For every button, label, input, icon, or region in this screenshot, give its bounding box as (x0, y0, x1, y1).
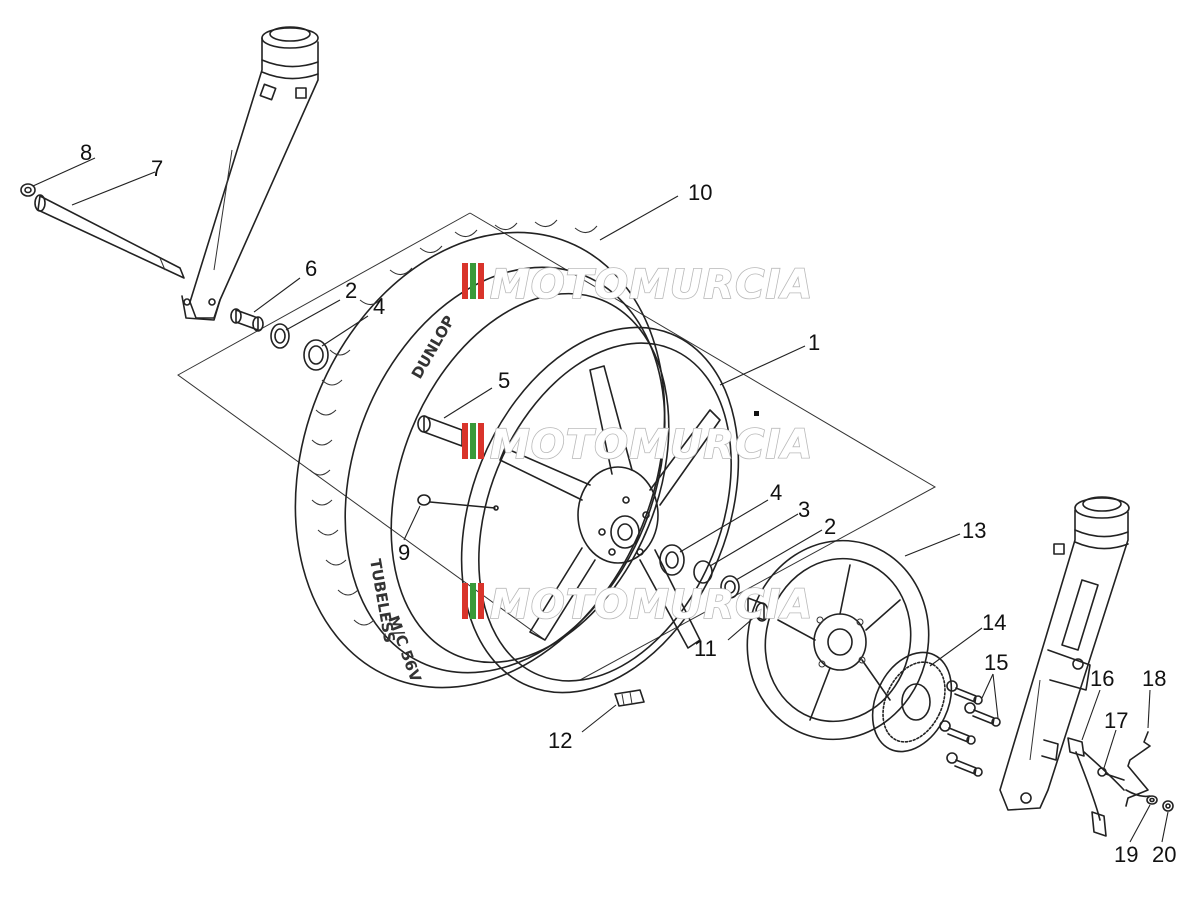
watermark-top: MOTOMURCIA (462, 261, 813, 309)
brake-disc[interactable] (725, 520, 951, 760)
disc-screws[interactable] (939, 680, 1001, 777)
label-7: 7 (151, 156, 163, 181)
oil-seal-right[interactable] (720, 575, 740, 599)
right-fork-leg[interactable] (999, 496, 1130, 811)
label-20: 20 (1152, 842, 1176, 867)
wheel-rim[interactable] (410, 286, 790, 734)
abs-tone-wheel[interactable] (857, 640, 966, 765)
spacer-right[interactable] (747, 597, 769, 622)
label-2b: 2 (824, 514, 836, 539)
bearing-right[interactable] (659, 544, 685, 576)
svg-text:MOTOMURCIA: MOTOMURCIA (490, 262, 813, 308)
label-12: 12 (548, 728, 572, 753)
axle-spacer[interactable] (417, 415, 463, 447)
label-1: 1 (808, 330, 820, 355)
bearing-left[interactable] (303, 339, 329, 371)
label-14: 14 (982, 610, 1006, 635)
tire-valve[interactable] (417, 494, 499, 511)
tire-brand-text: DUNLOP (408, 312, 459, 382)
leader-lines (32, 157, 1169, 843)
label-2a: 2 (345, 278, 357, 303)
label-18: 18 (1142, 666, 1166, 691)
watermark-middle: MOTOMURCIA (462, 421, 813, 469)
label-13: 13 (962, 518, 986, 543)
label-4b: 4 (770, 480, 782, 505)
left-fork-leg[interactable] (181, 26, 319, 321)
label-10: 10 (688, 180, 712, 205)
abs-sensor[interactable] (1067, 737, 1125, 837)
label-4a: 4 (373, 294, 385, 319)
label-16: 16 (1090, 666, 1114, 691)
wheel-weight[interactable] (614, 689, 645, 707)
washer[interactable] (1146, 795, 1158, 805)
label-3: 3 (798, 497, 810, 522)
label-15: 15 (984, 650, 1008, 675)
oil-seal-left[interactable] (270, 323, 290, 349)
svg-text:MOTOMURCIA: MOTOMURCIA (490, 582, 813, 628)
sensor-bolt[interactable] (1097, 767, 1125, 781)
spacer-left[interactable] (230, 308, 264, 332)
svg-text:MOTOMURCIA: MOTOMURCIA (490, 422, 813, 468)
axle-nut[interactable] (20, 183, 36, 197)
label-6: 6 (305, 256, 317, 281)
sensor-nut[interactable] (1162, 800, 1174, 812)
watermark-bottom: MOTOMURCIA (462, 581, 813, 629)
reference-marker (754, 411, 759, 416)
front-axle[interactable] (34, 194, 185, 279)
label-5: 5 (498, 368, 510, 393)
cable-bracket[interactable] (1125, 731, 1151, 807)
circlip[interactable] (693, 560, 713, 584)
label-17: 17 (1104, 708, 1128, 733)
label-8: 8 (80, 140, 92, 165)
label-9: 9 (398, 540, 410, 565)
label-19: 19 (1114, 842, 1138, 867)
label-11: 11 (694, 636, 717, 661)
part-labels: 8 7 6 2 4 10 1 5 9 4 3 2 11 12 13 14 15 … (80, 140, 1176, 867)
